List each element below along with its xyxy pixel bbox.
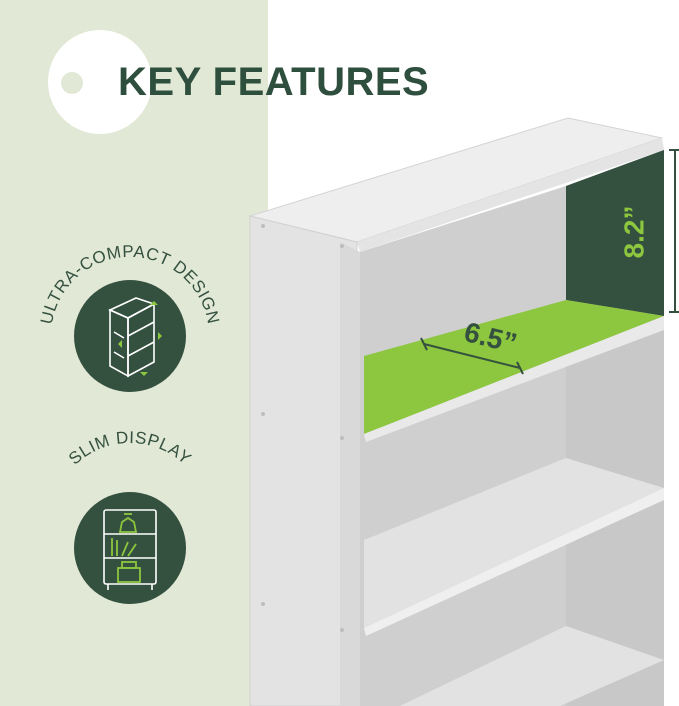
compact-design-badge [74,280,186,392]
page-title: KEY FEATURES [118,60,430,104]
slim-display-shelf-icon [103,509,157,590]
compact-shelf-icon [108,297,162,378]
slim-display-badge [74,492,186,604]
depth-dimension-line [423,343,521,369]
header-dot-decoration [61,72,83,94]
svg-text:SLIM DISPLAY: SLIM DISPLAY [65,428,195,469]
height-label: 8.2” [618,205,650,259]
feature-label-slim: SLIM DISPLAY [65,428,195,469]
